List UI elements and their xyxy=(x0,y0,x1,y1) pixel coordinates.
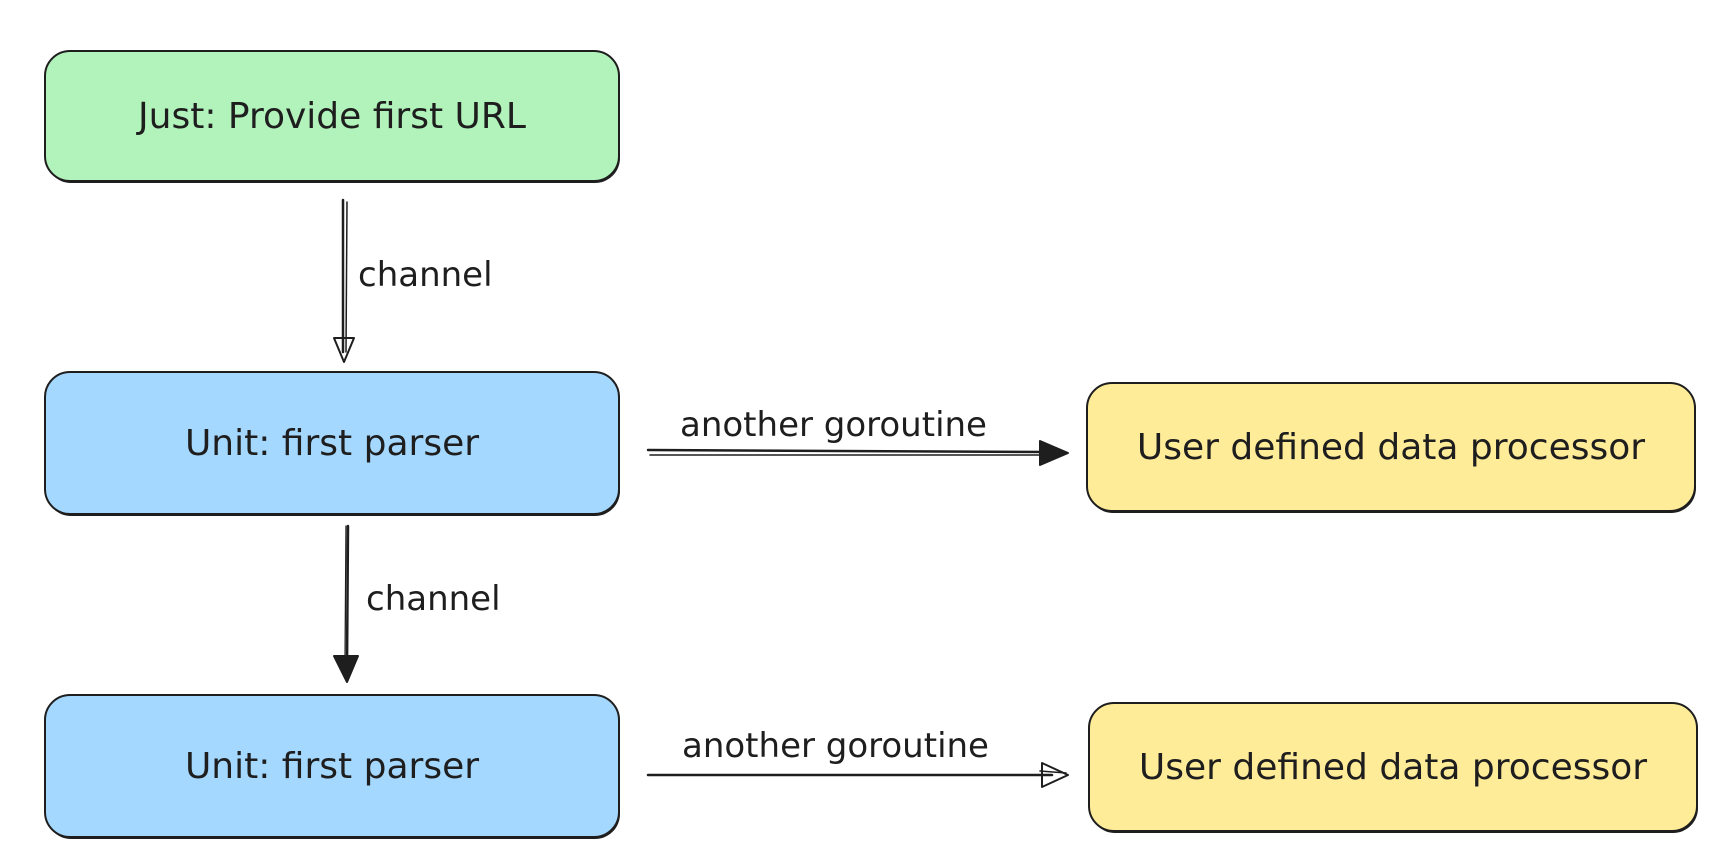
edge-label-channel-2: channel xyxy=(366,579,501,619)
edge-label-goroutine-1: another goroutine xyxy=(680,405,987,445)
edge-label-channel-1: channel xyxy=(358,255,493,295)
node-parser-1: Unit: first parser xyxy=(44,371,620,515)
node-processor-2: User defined data processor xyxy=(1088,702,1698,832)
node-start: Just: Provide first URL xyxy=(44,50,620,182)
edge-parser-1-to-parser-2: channel xyxy=(333,524,501,683)
node-parser-1-label: Unit: first parser xyxy=(184,422,480,464)
node-start-label: Just: Provide first URL xyxy=(138,95,526,137)
node-processor-2-label: User defined data processor xyxy=(1138,746,1648,788)
arrowhead-icon xyxy=(1041,762,1069,788)
arrowhead-icon xyxy=(333,337,355,363)
edge-start-to-parser-1: channel xyxy=(333,198,493,363)
node-processor-1: User defined data processor xyxy=(1086,382,1696,512)
edge-label-goroutine-2: another goroutine xyxy=(682,726,989,766)
arrowhead-icon xyxy=(333,655,359,683)
arrowhead-icon xyxy=(1039,440,1069,466)
node-parser-2: Unit: first parser xyxy=(44,694,620,838)
edge-parser-2-to-processor-2: another goroutine xyxy=(646,726,1069,788)
node-parser-2-label: Unit: first parser xyxy=(184,745,480,787)
node-processor-1-label: User defined data processor xyxy=(1136,426,1646,468)
edge-parser-1-to-processor-1: another goroutine xyxy=(646,405,1069,466)
